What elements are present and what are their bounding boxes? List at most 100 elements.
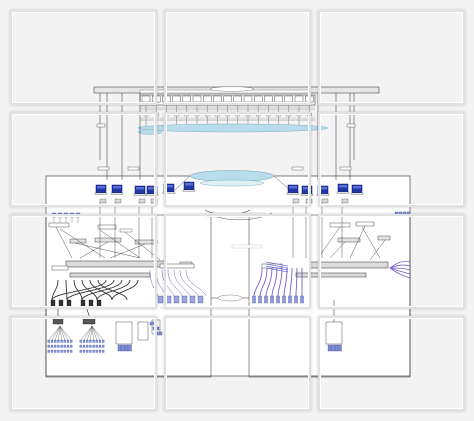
router-device-top <box>185 183 193 186</box>
end-node <box>50 344 54 348</box>
rack-unit <box>334 344 339 352</box>
router-device-base <box>336 191 350 194</box>
end-node <box>89 339 92 343</box>
end-node <box>70 339 73 343</box>
device-port-box <box>292 198 300 204</box>
end-node <box>47 339 50 343</box>
fanout-cable <box>259 267 268 297</box>
cable-connector <box>96 299 102 307</box>
page-tile-r1-c3[interactable] <box>318 10 465 105</box>
end-node <box>86 344 89 348</box>
end-node <box>54 339 57 343</box>
page-tile-r4-c3[interactable] <box>318 316 465 411</box>
router-device-top <box>136 187 144 190</box>
storage-cable <box>149 269 159 297</box>
router-device-base <box>145 193 159 196</box>
router-device-top <box>353 186 361 189</box>
uplink-cross <box>369 239 386 261</box>
end-node <box>70 344 73 348</box>
storage-drive <box>197 295 204 304</box>
fan-wire <box>90 325 93 341</box>
storage-cable <box>173 269 191 297</box>
end-node <box>63 344 66 348</box>
cable-connector <box>50 299 56 307</box>
uplink-cross <box>124 231 161 261</box>
page-tile-r3-c1[interactable] <box>10 214 157 309</box>
page-tile-r4-c1[interactable] <box>10 316 157 411</box>
end-node <box>50 339 54 343</box>
cloud-link <box>174 175 191 191</box>
router-device-base <box>182 189 196 192</box>
uplink-cross <box>99 229 141 259</box>
router-device-base <box>350 192 364 195</box>
end-node <box>102 344 105 348</box>
end-node <box>98 344 102 348</box>
uplink-cross <box>329 241 346 259</box>
end-node <box>70 349 73 353</box>
end-node <box>89 349 92 353</box>
end-node <box>79 349 82 353</box>
end-node <box>57 339 60 343</box>
storage-drive <box>181 295 188 304</box>
fanout-cable <box>271 267 278 297</box>
device-port-box <box>150 198 158 204</box>
storage-drive <box>252 295 256 304</box>
core-cloud-shadow <box>199 179 265 187</box>
link-label-box <box>339 166 352 171</box>
cluster-head <box>82 317 96 325</box>
fanout-cable <box>265 267 273 297</box>
fan-wire <box>59 325 62 341</box>
end-node <box>50 349 54 353</box>
distribution-switch <box>377 235 391 241</box>
page-tile-r3-c2[interactable] <box>164 214 311 309</box>
router-device-top <box>289 186 297 189</box>
storage-drive <box>294 295 298 304</box>
fanout-cable <box>289 267 293 297</box>
end-node <box>92 349 95 353</box>
rack-unit <box>327 344 332 352</box>
page-tile-r2-c1[interactable] <box>10 112 157 207</box>
blue-link <box>265 261 289 267</box>
storage-drive <box>264 295 268 304</box>
page-tile-r2-c3[interactable] <box>318 112 465 207</box>
end-node <box>47 349 50 353</box>
end-node <box>86 339 89 343</box>
end-node <box>86 349 89 353</box>
router-device-base <box>110 192 124 195</box>
fan-wire <box>91 325 94 341</box>
end-node <box>66 344 70 348</box>
storage-drive <box>258 295 262 304</box>
rack-enclosure <box>115 321 133 345</box>
router-device-top <box>303 187 311 190</box>
page-tile-r3-c3[interactable] <box>318 214 465 309</box>
access-switch <box>97 224 117 230</box>
rack-enclosure <box>137 321 149 341</box>
page-tile-r2-c2[interactable] <box>164 112 311 207</box>
fanout-cable <box>295 267 298 297</box>
page-tile-r1-c2[interactable] <box>164 10 311 105</box>
router-device-base <box>162 191 176 194</box>
fan-wire <box>48 325 61 341</box>
end-node <box>54 344 57 348</box>
device-port-box <box>138 198 146 204</box>
uplink-cross <box>59 228 106 259</box>
fanout-cable <box>253 267 263 297</box>
fanout-cable <box>96 279 131 301</box>
edge-fan-cable <box>389 264 411 269</box>
end-node <box>82 349 86 353</box>
fanout-cable <box>81 279 123 301</box>
end-node <box>66 339 70 343</box>
fanout-cable <box>111 279 139 301</box>
storage-drive <box>276 295 280 304</box>
fan-wire <box>51 325 61 341</box>
link-label-box <box>96 123 106 128</box>
end-node <box>92 344 95 348</box>
page-tile-r4-c2[interactable] <box>164 316 311 411</box>
storage-drive <box>157 295 164 304</box>
access-switch <box>48 222 70 228</box>
storage-cable <box>179 269 199 297</box>
page-tile-r1-c1[interactable] <box>10 10 157 105</box>
storage-drive <box>300 295 304 304</box>
edge-fan-cable <box>389 267 411 275</box>
